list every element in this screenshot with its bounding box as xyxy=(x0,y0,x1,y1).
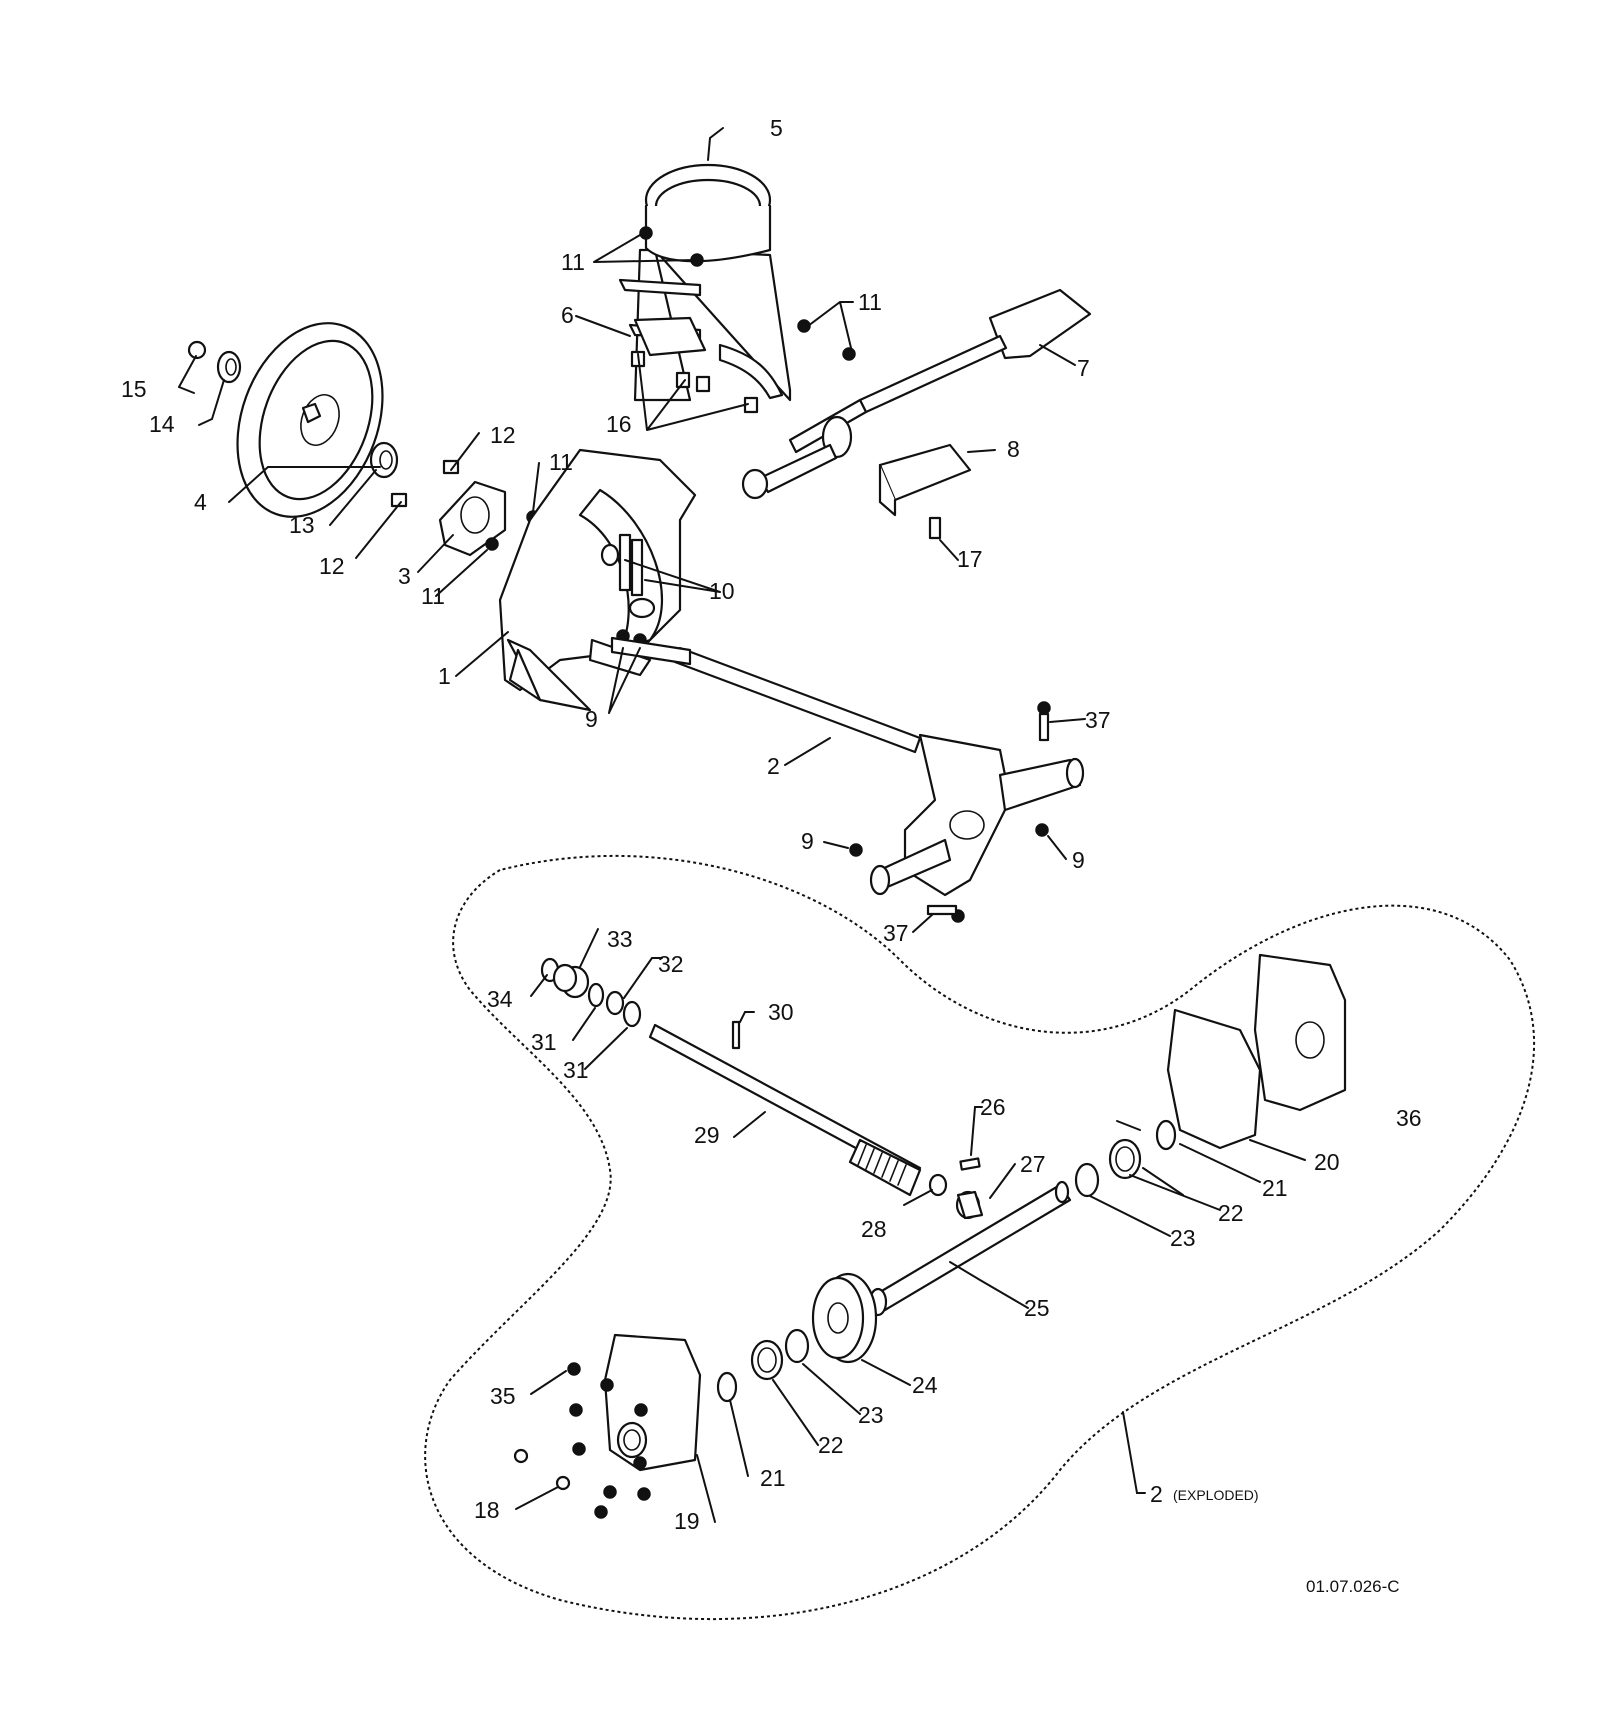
callout-6: 6 xyxy=(561,302,574,328)
callout-23a: 23 xyxy=(1170,1225,1196,1251)
callout-36: 36 xyxy=(1396,1105,1422,1131)
callout-28: 28 xyxy=(861,1216,887,1242)
gearbox-assembly-part xyxy=(610,636,1085,897)
callout-13: 13 xyxy=(289,512,315,538)
callout-35: 35 xyxy=(490,1383,516,1409)
callout-23b: 23 xyxy=(858,1402,884,1428)
worm-shaft-part xyxy=(648,1023,922,1197)
flange-part xyxy=(438,480,507,557)
callout-24: 24 xyxy=(912,1372,938,1398)
chute-plate-part xyxy=(633,316,707,357)
bushing-22a-part xyxy=(1108,1138,1142,1180)
control-rod-part xyxy=(741,288,1092,500)
callout-9b: 9 xyxy=(801,828,814,854)
callout-8: 8 xyxy=(1007,436,1020,462)
bolt-35-parts xyxy=(567,1362,651,1519)
gear-24-part xyxy=(811,1272,878,1364)
bracket-part xyxy=(878,443,972,517)
nut-15-part xyxy=(187,340,207,360)
callout-21a: 21 xyxy=(1262,1175,1288,1201)
key-30-part xyxy=(731,1020,741,1050)
plug-18-parts xyxy=(513,1448,571,1491)
callout-11b: 11 xyxy=(858,289,882,315)
seal-21a-part xyxy=(1155,1119,1177,1151)
callout-9a: 9 xyxy=(585,706,598,732)
gearbox-half-36-part xyxy=(1253,953,1347,1112)
nut-9-gearbox-parts xyxy=(849,823,1049,857)
callout-19: 19 xyxy=(674,1508,700,1534)
seal-32-part xyxy=(605,990,625,1016)
bushing-22b-part xyxy=(750,1339,784,1381)
callout-15: 15 xyxy=(121,376,147,402)
exploded-part-number: 2 xyxy=(1150,1481,1163,1507)
bolt-37-parts xyxy=(926,701,1051,923)
callout-22b: 22 xyxy=(818,1432,844,1458)
callout-37b: 37 xyxy=(883,920,909,946)
bolt-16-parts xyxy=(630,350,759,414)
callout-16: 16 xyxy=(606,411,632,437)
screw-17-part xyxy=(928,516,942,540)
callout-2: 2 xyxy=(767,753,780,779)
callout-33: 33 xyxy=(607,926,633,952)
callout-9c: 9 xyxy=(1072,847,1085,873)
seal-21b-part xyxy=(716,1371,738,1403)
bearing-13-part xyxy=(369,441,399,479)
callout-7: 7 xyxy=(1077,355,1090,381)
output-shaft-part xyxy=(868,1180,1072,1317)
fan-housing-part xyxy=(498,448,697,712)
callout-31a: 31 xyxy=(531,1029,557,1055)
leader-lines xyxy=(178,127,1306,1523)
callout-31b: 31 xyxy=(563,1057,589,1083)
washer-28-part xyxy=(928,1173,948,1197)
callout-37a: 37 xyxy=(1085,707,1111,733)
callout-1: 1 xyxy=(438,663,451,689)
callout-labels: 5 11 11 6 7 15 14 16 12 8 11 4 13 12 3 1… xyxy=(121,115,1422,1534)
callout-25: 25 xyxy=(1024,1295,1050,1321)
callout-4: 4 xyxy=(194,489,207,515)
pulley-part xyxy=(236,322,384,518)
washer-31b-part xyxy=(622,1000,642,1028)
washer-23b-part xyxy=(784,1328,810,1364)
bushing-27-part xyxy=(955,1190,984,1220)
exploded-view-label: 2 (EXPLODED) xyxy=(1150,1481,1259,1507)
callout-12b: 12 xyxy=(319,553,345,579)
callout-11d: 11 xyxy=(421,583,445,609)
callout-11c: 11 xyxy=(549,449,573,475)
figure-code: 01.07.026-C xyxy=(1306,1577,1400,1596)
discharge-chute-part xyxy=(618,163,792,402)
callout-5: 5 xyxy=(770,115,783,141)
washer-23a-part xyxy=(1074,1162,1100,1198)
callout-11a: 11 xyxy=(561,249,585,275)
gasket-20-part xyxy=(1166,1008,1262,1150)
callout-3: 3 xyxy=(398,563,411,589)
bearing-14-part xyxy=(216,350,242,384)
callout-21b: 21 xyxy=(760,1465,786,1491)
bushing-33-part xyxy=(552,963,590,999)
exploded-note: (EXPLODED) xyxy=(1173,1487,1259,1503)
pin-26-part xyxy=(959,1157,981,1171)
callout-14: 14 xyxy=(149,411,175,437)
callout-20: 20 xyxy=(1314,1149,1340,1175)
callout-30: 30 xyxy=(768,999,794,1025)
callout-26: 26 xyxy=(980,1094,1006,1120)
callout-10: 10 xyxy=(709,578,735,604)
callout-12a: 12 xyxy=(490,422,516,448)
callout-17: 17 xyxy=(957,546,983,572)
callout-34: 34 xyxy=(487,986,513,1012)
bolt-12-parts xyxy=(390,459,460,508)
callout-18: 18 xyxy=(474,1497,500,1523)
exploded-view-boundary xyxy=(424,854,1536,1620)
gearbox-half-19-part xyxy=(603,1333,702,1472)
callout-32: 32 xyxy=(658,951,684,977)
callout-27: 27 xyxy=(1020,1151,1046,1177)
callout-29: 29 xyxy=(694,1122,720,1148)
callout-22a: 22 xyxy=(1218,1200,1244,1226)
washer-31a-part xyxy=(587,982,605,1008)
